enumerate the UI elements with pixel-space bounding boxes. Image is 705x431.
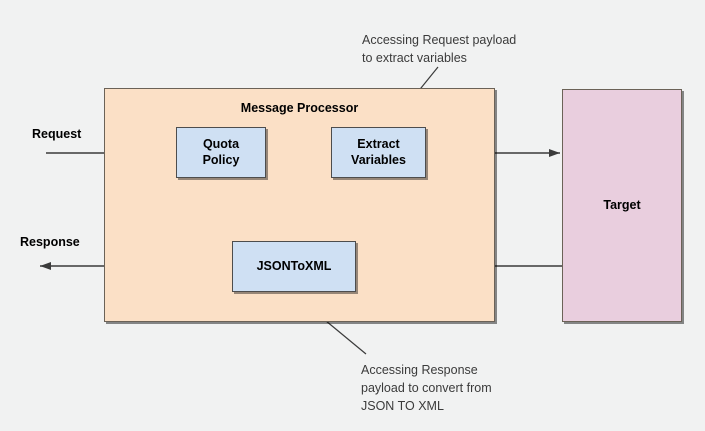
jsontoxml-label: JSONToXML	[256, 258, 332, 273]
target-node[interactable]: Target	[562, 89, 682, 322]
extract-variables-node[interactable]: Extract Variables	[331, 127, 426, 178]
response-label: Response	[20, 235, 80, 249]
request-payload-annotation: Accessing Request payload to extract var…	[362, 33, 517, 65]
jsontoxml-node[interactable]: JSONToXML	[232, 241, 356, 292]
target-node-label: Target	[603, 197, 641, 212]
quota-policy-label: Quota Policy	[202, 136, 240, 167]
request-label: Request	[32, 127, 82, 141]
extract-variables-label: Extract Variables	[351, 136, 406, 167]
response-payload-annotation: Accessing Response payload to convert fr…	[361, 363, 492, 413]
quota-policy-node[interactable]: Quota Policy	[176, 127, 266, 178]
message-processor-label: Message Processor	[240, 101, 359, 115]
